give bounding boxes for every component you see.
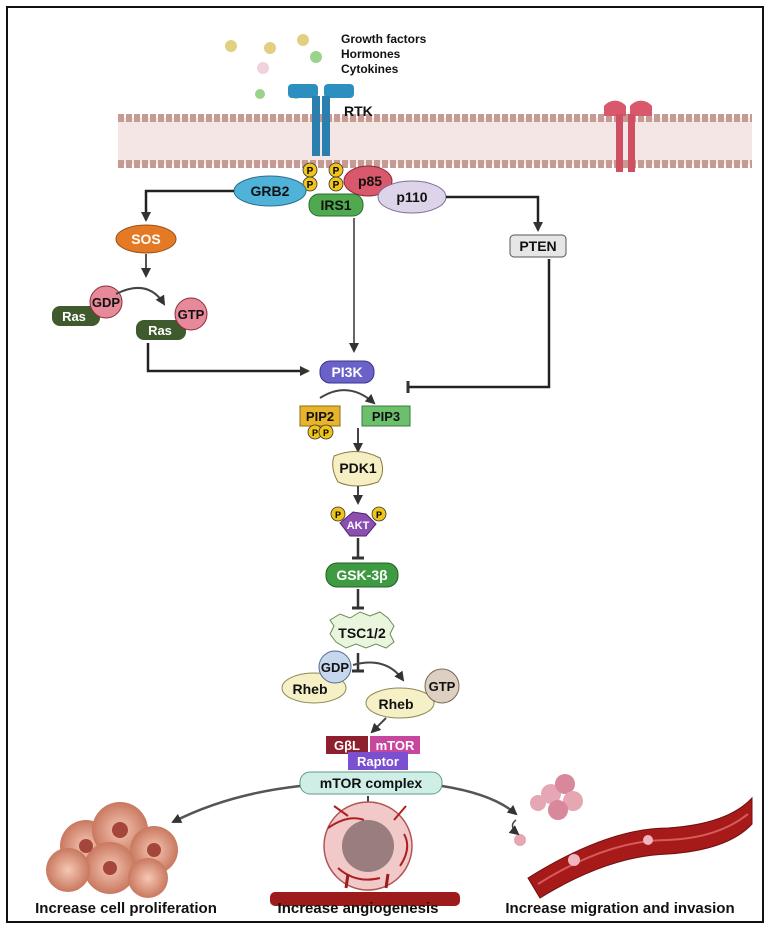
outcome-label-angiogenesis: Increase angiogenesis <box>278 900 439 917</box>
mtor-complex-label: mTOR complex <box>320 775 423 791</box>
gdp-label: GDP <box>92 295 121 310</box>
pip3-label: PIP3 <box>372 409 400 424</box>
raptor-node <box>348 752 408 770</box>
p85-label: p85 <box>358 173 382 189</box>
cell-proliferation-illustration <box>46 802 178 898</box>
ras-gtp-node <box>136 320 186 340</box>
figure-frame: Growth factors Hormones Cytokines RTK P … <box>6 6 764 923</box>
phospho-site <box>318 424 334 440</box>
arrow-ras-to-pi3k <box>146 343 310 376</box>
phospho-label: P <box>307 180 314 191</box>
gbl-label: GβL <box>334 738 360 753</box>
rtk-receptor <box>288 84 354 156</box>
arrow-gdp-to-gtp <box>352 661 405 682</box>
pten-node <box>509 234 567 258</box>
arrow-gdp-to-gtp <box>115 286 166 306</box>
gtp-node <box>424 668 460 704</box>
mtor-complex-node <box>299 771 443 795</box>
gsk3b-node <box>325 562 399 588</box>
membrane-receptor-icon <box>604 100 652 172</box>
ras-gdp-node <box>52 306 100 326</box>
rheb-gtp-node <box>365 687 435 719</box>
phospho-label: P <box>307 166 314 177</box>
phospho-label: P <box>333 166 340 177</box>
arrow-rheb-to-mtor <box>370 717 387 734</box>
pi3k-node <box>319 360 375 384</box>
outcome-label-migration: Increase migration and invasion <box>505 900 734 917</box>
tsc-node <box>329 611 395 649</box>
gdp-node <box>89 285 123 319</box>
gsk3b-label: GSK-3β <box>336 567 388 583</box>
gtp-label: GTP <box>178 307 205 322</box>
arrow-pip2-to-pip3 <box>319 389 376 405</box>
arrow-grb2-to-sos <box>141 189 234 222</box>
phospho-site <box>330 506 346 522</box>
irs1-label: IRS1 <box>320 197 351 213</box>
phospho-label: P <box>376 510 382 520</box>
mtor-label: mTOR <box>376 738 415 753</box>
phospho-label: P <box>333 180 340 191</box>
ligand-label-cytokines: Cytokines <box>341 62 399 76</box>
phospho-label: P <box>312 428 318 438</box>
pip2-label: PIP2 <box>306 409 334 424</box>
arrow-p110-to-pten <box>446 195 543 232</box>
akt-label: AKT <box>347 520 370 532</box>
rtk-label: RTK <box>344 103 373 119</box>
rheb-label: Rheb <box>379 696 414 712</box>
outcome-label-proliferation: Increase cell proliferation <box>35 900 217 917</box>
sos-node <box>115 224 177 254</box>
gdp-node <box>318 650 352 684</box>
gdp-label: GDP <box>321 660 350 675</box>
irs1-node <box>308 193 364 217</box>
gbl-node <box>326 736 368 754</box>
gtp-label: GTP <box>429 679 456 694</box>
cell-membrane <box>118 114 752 168</box>
pathway-diagram: Growth factors Hormones Cytokines RTK P … <box>35 32 753 917</box>
pi3k-label: PI3K <box>331 364 362 380</box>
ligand-label-growth-factors: Growth factors <box>341 32 427 46</box>
pip3-node <box>361 405 411 427</box>
p110-label: p110 <box>396 189 427 205</box>
ras-label: Ras <box>62 309 86 324</box>
p85-node <box>343 165 393 197</box>
angiogenesis-illustration <box>270 801 460 906</box>
pdk1-node <box>332 451 384 487</box>
phospho-sites: P P P P <box>302 162 344 192</box>
grb2-label: GRB2 <box>251 183 290 199</box>
arrow-to-proliferation <box>171 784 301 824</box>
migration-invasion-illustration <box>508 774 753 899</box>
sos-label: SOS <box>131 231 161 247</box>
inhibit-pten-to-pip3 <box>406 259 551 393</box>
rheb-label: Rheb <box>293 681 328 697</box>
phospho-label: P <box>335 510 341 520</box>
ras-label: Ras <box>148 323 172 338</box>
pdk1-label: PDK1 <box>339 460 377 476</box>
phospho-label: P <box>323 428 329 438</box>
pten-label: PTEN <box>519 238 556 254</box>
phospho-site <box>371 506 387 522</box>
pip2-node <box>299 405 341 427</box>
akt-node <box>339 511 377 537</box>
tsc-label: TSC1/2 <box>338 625 386 641</box>
mtor-node <box>370 736 420 754</box>
arrow-to-migration <box>441 784 518 816</box>
ligand-label-hormones: Hormones <box>341 47 401 61</box>
raptor-label: Raptor <box>357 754 399 769</box>
gtp-node <box>174 297 208 331</box>
